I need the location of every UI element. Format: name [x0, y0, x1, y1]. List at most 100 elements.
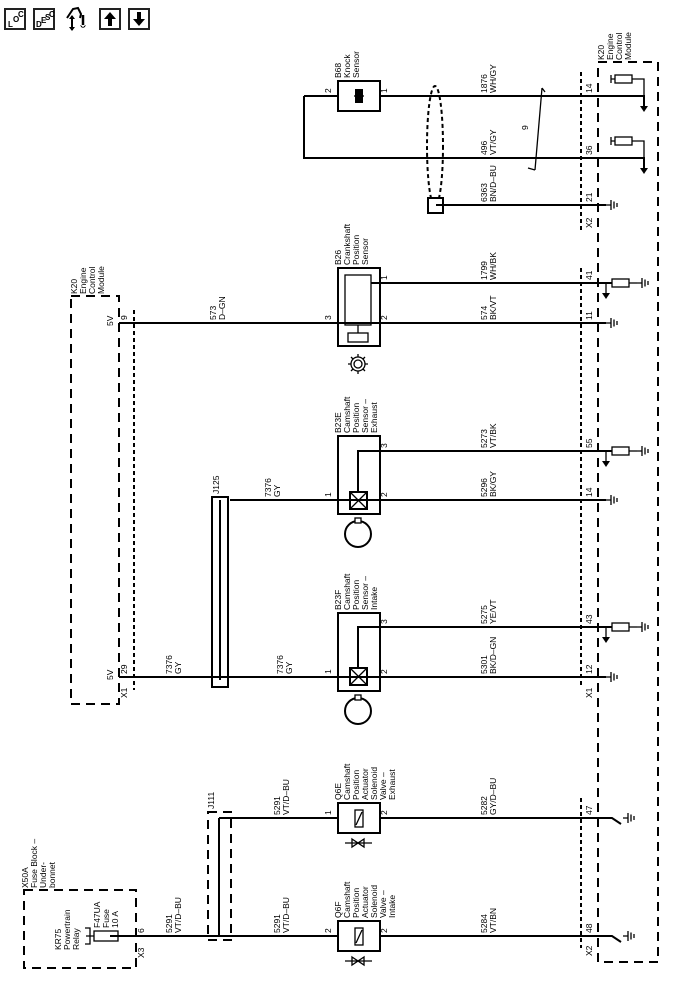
ecm-connector-x1-line: X1	[584, 687, 594, 698]
ecm-pin-48: 48	[584, 923, 594, 933]
connector-repair-button[interactable]	[62, 6, 92, 32]
cam-exh-pin-2-line: 2	[379, 492, 389, 497]
up-button[interactable]	[99, 8, 121, 30]
fuse-title-line: 10 A	[110, 911, 120, 928]
wire-label-5296-line: BK/GY	[488, 471, 498, 497]
ecm-pin-41-line: 41	[584, 270, 594, 280]
fuse-block-title-line: Under-	[38, 862, 48, 888]
splice-j125-label: J125	[211, 475, 221, 494]
wire-label-573-line: D–GN	[217, 296, 227, 320]
crank-sensor-body	[337, 267, 381, 347]
ecm-internal-circuits	[598, 74, 649, 943]
desc-button[interactable]: D E S C	[33, 8, 55, 30]
wire-label-5282-line: GY/D–BU	[488, 778, 498, 815]
sol-exh-pin-2: 2	[379, 810, 389, 815]
sol-exh-pin-1: 1	[323, 810, 333, 815]
shield-ellipse	[426, 85, 444, 207]
crank-sensor-title-line: Crankshaft	[342, 223, 352, 265]
ecm-left-title-line: Module	[96, 266, 106, 294]
ecm-pin-12: 12	[584, 664, 594, 674]
ecm-right-box	[597, 61, 659, 963]
fuse-block-title-line: X50A	[20, 867, 30, 888]
down-button[interactable]	[128, 8, 150, 30]
solenoid-exh-coil-icon	[354, 809, 364, 828]
wire-label-1876-line: WH/GY	[488, 64, 498, 93]
ecm-left-title-line: Engine	[78, 267, 88, 294]
ecm-pin-47-line: 47	[584, 805, 594, 815]
resistor-icon	[611, 622, 630, 632]
ground-icon	[623, 813, 635, 823]
wire-label-5291-line: 5291	[272, 914, 282, 933]
sol-exh-pin-2-line: 2	[379, 810, 389, 815]
solenoid-int-title-line: Camshaft	[342, 881, 352, 918]
loc-button[interactable]: L O C	[4, 8, 26, 30]
solenoid-int-title-line: Solenoid	[369, 885, 379, 918]
cam-exh-sensor-title-line: B23E	[333, 412, 343, 433]
fuse-block-title-line: Fuse Block –	[29, 839, 39, 888]
desc-icon-c: C	[49, 10, 55, 19]
cam-int-sensor-title-line: Position	[351, 579, 361, 610]
solenoid-exh-title-line: Position	[351, 769, 361, 800]
cam-exh-pin-1: 1	[323, 492, 333, 497]
left-ecm-connector-x1: X1	[119, 687, 129, 698]
fuse-title-line: Fuse	[101, 909, 111, 928]
ecm-pin-47: 47	[584, 805, 594, 815]
ecm-pin-36-line: 36	[584, 145, 594, 155]
wire-label-5301-line: BK/D–GN	[488, 637, 498, 674]
cam-exh-sensor-title-line: Camshaft	[342, 396, 352, 433]
solenoid-int-body	[337, 920, 381, 952]
gear-icon	[348, 354, 368, 374]
arrow-down-icon	[602, 637, 610, 643]
sol-int-pin-a-line: 2	[323, 928, 333, 933]
splice-j111-label-line: J111	[206, 792, 216, 809]
ecm-connector-x2b-line: X2	[584, 945, 594, 956]
sol-int-pin-b: 2	[379, 928, 389, 933]
splice-j125	[211, 496, 229, 688]
ecm-pin-55: 55	[584, 438, 594, 448]
cam-int-sensor-title-line: Intake	[369, 587, 379, 610]
knock-pin-1-line: 1	[379, 88, 389, 93]
ground-icon	[637, 446, 649, 456]
ecm-right-title-line: K20	[596, 45, 606, 60]
knock-sensor-title-line: Sensor	[351, 51, 361, 78]
left-ecm-pin-9: 9	[119, 315, 129, 320]
ecm-pin-48-line: 48	[584, 923, 594, 933]
resistor-icon	[611, 278, 630, 288]
ecm-left-title-line: K20	[69, 279, 79, 294]
fuse-title-line: F47UA	[92, 901, 102, 928]
relay-title-line: KR75	[53, 928, 63, 950]
desc-icon-e: E	[41, 16, 47, 25]
solenoid-exh-title-line: Valve –	[378, 772, 388, 800]
ecm-right-title-line: Engine	[605, 33, 615, 60]
wire-label-5275-line: YE/VT	[488, 599, 498, 624]
wire-label-1799-line: WH/BK	[488, 252, 498, 280]
wire-label-5291-line: VT/D–BU	[173, 897, 183, 933]
wire-label-5291-line: VT/D–BU	[281, 897, 291, 933]
left-ecm-5v-a: 5V	[105, 315, 115, 326]
wire-5275	[357, 626, 598, 668]
ecm-pin-11: 11	[584, 311, 594, 320]
left-ecm-pin-29-line: 29	[119, 664, 129, 674]
resistor-icon	[614, 136, 633, 146]
ecm-connector-x1: X1	[584, 687, 594, 698]
ground-icon	[606, 672, 618, 682]
arrow-up-icon	[104, 12, 116, 26]
left-ecm-pin-29: 29	[119, 664, 129, 674]
ground-icon	[606, 200, 618, 210]
cam-int-pin-2: 2	[379, 669, 389, 674]
solenoid-exh-actuator-icon	[345, 837, 372, 849]
crank-pin-3: 3	[323, 315, 333, 320]
solenoid-int-title-line: Q6F	[333, 901, 343, 918]
knock-pin-1: 1	[379, 88, 389, 93]
ecm-pin-11-line: 11	[584, 311, 594, 320]
